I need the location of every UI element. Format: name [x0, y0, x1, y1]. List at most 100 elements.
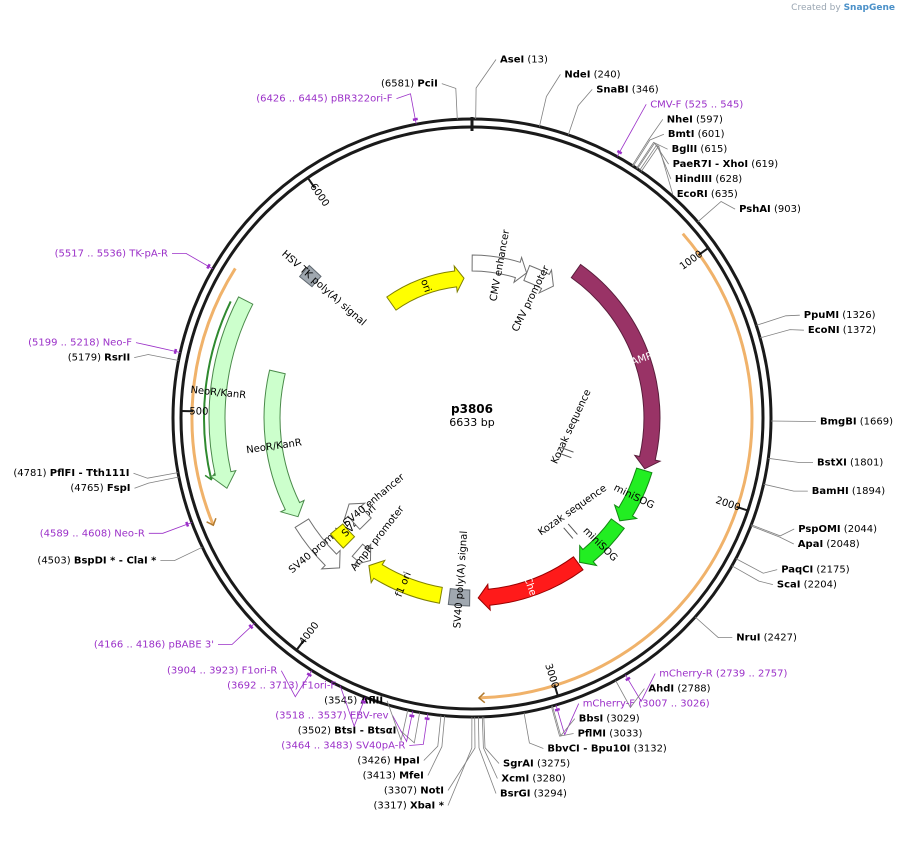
- label-name: PflFI - Tth111I: [50, 468, 130, 479]
- feature-mcherry[interactable]: [477, 556, 584, 612]
- site-pflfi-tth111i[interactable]: (4781) PflFI - Tth111I: [13, 468, 179, 479]
- label-position: (1894): [849, 486, 886, 497]
- primer-sv40pa-r[interactable]: (3464 .. 3483) SV40pA-R: [281, 713, 430, 752]
- site-btsi-bts-i[interactable]: (3502) BtsI - BtsαI: [298, 712, 421, 744]
- primer-f1ori-f[interactable]: (3692 .. 3713) F1ori-F: [227, 681, 367, 728]
- site-bglii[interactable]: BglII (615): [636, 141, 728, 169]
- site-ecori[interactable]: EcoRI (635): [640, 144, 738, 200]
- label-text: (3413) MfeI: [363, 771, 424, 782]
- leader-line: [637, 142, 669, 170]
- site-nrui[interactable]: NruI (2427): [694, 616, 797, 644]
- feature-f1-ori[interactable]: [368, 559, 443, 604]
- site-xcmi[interactable]: XcmI (3280): [481, 716, 566, 785]
- site-asei[interactable]: AseI (13): [475, 55, 548, 120]
- label-position: (903): [771, 204, 801, 215]
- leader-line: [632, 133, 665, 167]
- leader-line: [423, 715, 442, 761]
- primer-pbr322ori-f[interactable]: (6426 .. 6445) pBR322ori-F: [256, 93, 418, 125]
- feature-cmv-promoter[interactable]: [523, 264, 554, 295]
- site-pshai[interactable]: PshAI (903): [697, 201, 801, 223]
- site-hindiii[interactable]: HindIII (628): [639, 143, 743, 185]
- label-position: (1669): [857, 416, 894, 427]
- leader-line: [731, 565, 773, 585]
- scale-label: 1000: [678, 249, 705, 273]
- primer-neo-f[interactable]: (5199 .. 5218) Neo-F: [28, 338, 181, 355]
- feature-ampr-promoter[interactable]: [351, 542, 372, 566]
- site-xbai[interactable]: (3317) XbaI *: [374, 716, 473, 812]
- site-pcii[interactable]: (6581) PciI: [381, 79, 458, 120]
- feature-minisog-1[interactable]: [613, 467, 653, 522]
- site-bstxi[interactable]: BstXI (1801): [768, 458, 883, 469]
- site-pspomi[interactable]: PspOMI (2044): [751, 524, 877, 537]
- label-text: (3426) HpaI: [357, 756, 419, 767]
- primer-cmv-f[interactable]: CMV-F (525 .. 545): [616, 99, 743, 157]
- primer-mcherry-f[interactable]: mCherry-F (3007 .. 3026): [554, 699, 710, 736]
- label-position: (3502): [298, 726, 334, 737]
- label-text: (6581) PciI: [381, 79, 438, 90]
- site-ndei[interactable]: NdeI (240): [539, 69, 621, 127]
- feature-sv40-promoter[interactable]: [294, 518, 341, 570]
- label-position: (2739 .. 2757): [713, 669, 788, 680]
- site-pflmi[interactable]: PflMI (3033): [550, 706, 643, 740]
- primer-ebv-rev[interactable]: (3518 .. 3537) EBV-rev: [275, 711, 415, 743]
- label-text: CMV-F (525 .. 545): [650, 99, 743, 110]
- site-snabi[interactable]: SnaBI (346): [567, 84, 659, 136]
- site-noti[interactable]: (3307) NotI: [384, 716, 476, 797]
- label-name: BspDI * - ClaI *: [74, 556, 157, 567]
- label-name: PshAI: [739, 204, 771, 215]
- label-position: (5517 .. 5536): [55, 248, 130, 259]
- primer-f1ori-r[interactable]: (3904 .. 3923) F1ori-R: [167, 666, 313, 698]
- site-paqci[interactable]: PaqCI (2175): [735, 558, 850, 576]
- label-position: (1326): [839, 310, 876, 321]
- feature-neor-outer[interactable]: [208, 296, 254, 490]
- site-ahdi[interactable]: AhdI (2788): [615, 680, 711, 709]
- label-name: SgrAI: [503, 759, 534, 770]
- site-bspdi-clai[interactable]: (4503) BspDI * - ClaI *: [37, 546, 203, 567]
- site-bbvci-bpu10i[interactable]: BbvCI - Bpu10I (3132): [523, 712, 667, 755]
- label-position: (3033): [606, 729, 643, 740]
- site-nhei[interactable]: NheI (597): [631, 114, 723, 166]
- feature-hsv-tk-polya[interactable]: [298, 264, 322, 288]
- primer-mcherry-r[interactable]: mCherry-R (2739 .. 2757): [624, 669, 788, 703]
- site-bamhi[interactable]: BamHI (1894): [763, 483, 886, 497]
- leader-line: [134, 476, 179, 489]
- site-bmti[interactable]: BmtI (601): [632, 129, 725, 167]
- feature-neor-inner[interactable]: [263, 369, 306, 518]
- scale-tick: [736, 505, 749, 512]
- feature-sv40-polya[interactable]: [447, 588, 471, 607]
- label-position: (2427): [760, 633, 797, 644]
- feature-minisog-2[interactable]: [579, 518, 625, 567]
- feature-ori[interactable]: [386, 264, 465, 311]
- site-aflii[interactable]: (3545) AflII: [324, 696, 409, 742]
- feature-cmv-enhancer[interactable]: [471, 254, 528, 284]
- label-name: NotI: [420, 786, 444, 797]
- site-hpai[interactable]: (3426) HpaI: [357, 715, 442, 767]
- label-text: BamHI (1894): [812, 486, 885, 497]
- kozak-marker: [558, 452, 572, 459]
- primer-pbabe-3[interactable]: (4166 .. 4186) pBABE 3': [94, 623, 255, 651]
- primer-neo-r[interactable]: (4589 .. 4608) Neo-R: [40, 521, 192, 539]
- label-name: BglII: [672, 144, 698, 155]
- feature-lamp1[interactable]: [570, 263, 662, 470]
- site-apai[interactable]: ApaI (2048): [750, 525, 860, 550]
- feature-sv40-ori[interactable]: [329, 523, 356, 549]
- feature-sv40-enhancer[interactable]: [343, 502, 372, 531]
- kozak-marker: [560, 446, 574, 453]
- site-paer7i-xhoi[interactable]: PaeR7I - XhoI (619): [637, 142, 778, 170]
- site-mfei[interactable]: (3413) MfeI: [363, 715, 446, 782]
- label-text: (4781) PflFI - Tth111I: [13, 468, 129, 479]
- site-fspi[interactable]: (4765) FspI: [70, 476, 179, 494]
- site-bmgbi[interactable]: BmgBI (1669): [770, 416, 894, 427]
- site-ppumi[interactable]: PpuMI (1326): [756, 310, 876, 326]
- site-bsrgi[interactable]: BsrGI (3294): [478, 716, 567, 800]
- site-sgrai[interactable]: SgrAI (3275): [483, 716, 570, 770]
- primer-tk-pa-r[interactable]: (5517 .. 5536) TK-pA-R: [55, 248, 214, 270]
- leader-line: [218, 623, 255, 645]
- site-rsrii[interactable]: (5179) RsrII: [68, 353, 179, 364]
- site-scai[interactable]: ScaI (2204): [731, 565, 837, 591]
- label-text: ApaI (2048): [798, 539, 860, 550]
- label-position: (619): [748, 159, 778, 170]
- label-text: NruI (2427): [736, 633, 797, 644]
- site-econi[interactable]: EcoNI (1372): [759, 325, 876, 339]
